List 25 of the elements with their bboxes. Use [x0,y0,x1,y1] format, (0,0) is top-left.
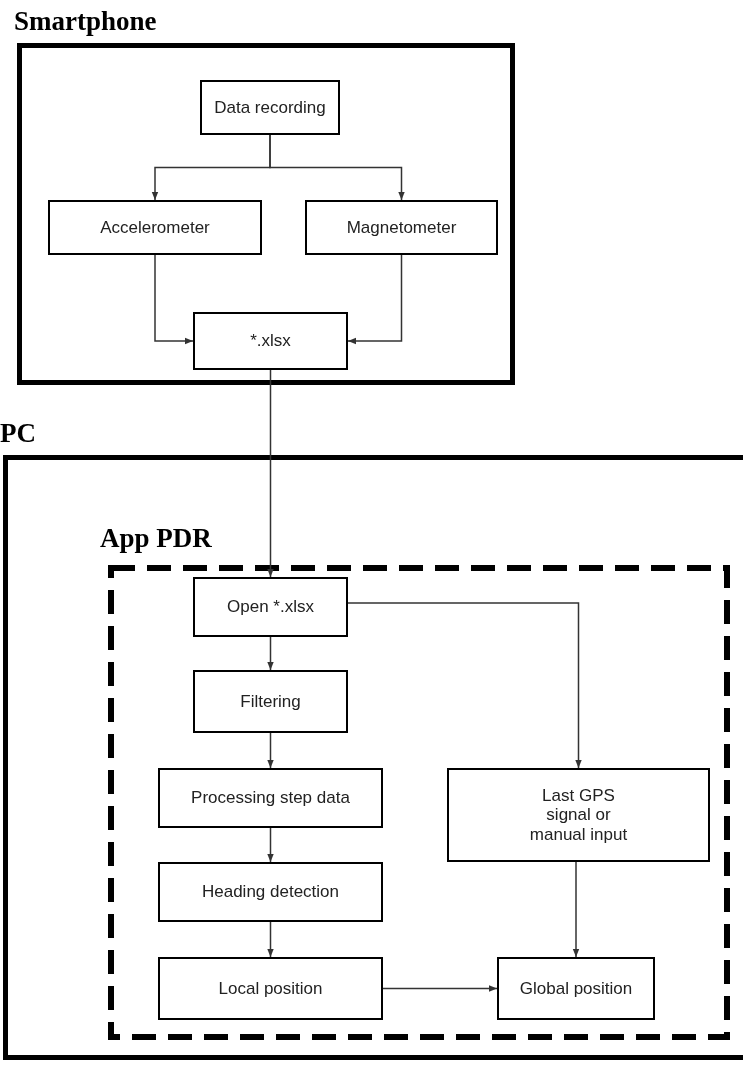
arrow [572,861,580,958]
arrow [267,732,274,769]
arrow [154,254,194,345]
process-box: Data recording [200,80,340,135]
process-box: Last GPS signal or manual input [447,768,710,862]
group-heading: PC [0,418,36,449]
process-box: Global position [497,957,655,1020]
group-heading: Smartphone [14,6,157,37]
arrow [267,369,274,578]
process-box: Heading detection [158,862,383,922]
arrow [267,921,274,958]
process-box: *.xlsx [193,312,348,370]
process-box: Processing step data [158,768,383,828]
process-box: Open *.xlsx [193,577,348,637]
arrow [269,134,405,201]
arrow [267,636,274,671]
arrow [267,827,274,863]
arrow [347,254,403,345]
arrow [382,985,498,992]
process-box: Local position [158,957,383,1020]
process-box: Magnetometer [305,200,498,255]
arrow [347,602,582,769]
group-heading: App PDR [100,523,212,554]
process-box: Filtering [193,670,348,733]
process-box: Accelerometer [48,200,262,255]
